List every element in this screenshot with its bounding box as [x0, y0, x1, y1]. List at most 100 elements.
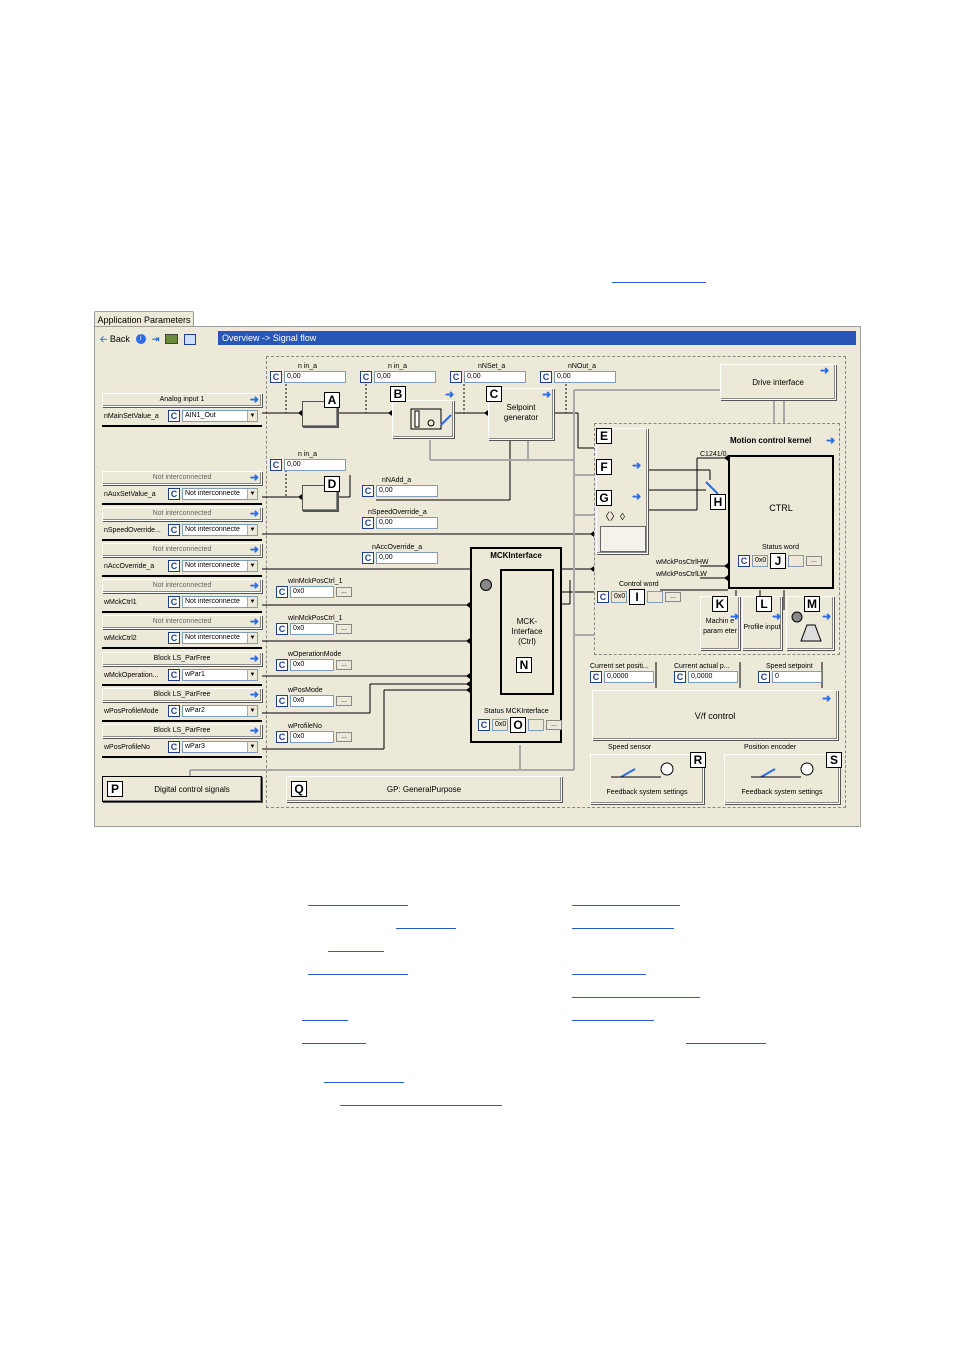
mckinterface-block[interactable]: MCKInterface MCK-Interface (Ctrl) N Stat…: [470, 547, 562, 743]
feedback-block-s[interactable]: Feedback system settings: [724, 754, 840, 804]
input-select[interactable]: wPar2▼: [182, 705, 258, 717]
c-button[interactable]: C: [276, 586, 288, 598]
more-button[interactable]: ...: [806, 556, 822, 566]
more-button[interactable]: ...: [336, 732, 352, 742]
arrow-icon[interactable]: ➜: [730, 611, 740, 623]
c-button[interactable]: C: [168, 488, 180, 500]
more-button[interactable]: ...: [336, 696, 352, 706]
c-button[interactable]: C: [168, 632, 180, 644]
input-select[interactable]: Not interconnecte▼: [182, 488, 258, 500]
ctrl-block[interactable]: CTRL Status word C 0x0 J ...: [728, 455, 834, 589]
more-button[interactable]: ...: [336, 624, 352, 634]
c-button[interactable]: C: [276, 659, 288, 671]
link-underline[interactable]: [572, 928, 674, 929]
arrow-icon[interactable]: ➜: [772, 611, 782, 623]
link-underline[interactable]: [302, 1043, 366, 1044]
input-header[interactable]: Not interconnected➜: [102, 543, 262, 557]
link-underline[interactable]: [308, 974, 408, 975]
link-underline[interactable]: [302, 1020, 348, 1021]
c-button[interactable]: C: [168, 669, 180, 681]
input-header[interactable]: Not interconnected➜: [102, 471, 262, 485]
c-button[interactable]: C: [168, 741, 180, 753]
info-icon[interactable]: i: [135, 334, 146, 344]
input-header[interactable]: Not interconnected➜: [102, 579, 262, 593]
arrow-icon[interactable]: ➜: [632, 460, 642, 472]
c-button[interactable]: C: [168, 596, 180, 608]
more-button[interactable]: ...: [336, 587, 352, 597]
arrow-icon[interactable]: ➜: [826, 435, 836, 447]
link-underline[interactable]: [396, 928, 456, 929]
input-header[interactable]: Block LS_ParFree➜: [102, 652, 262, 666]
link-underline[interactable]: [686, 1043, 766, 1044]
input-select[interactable]: AIN1_Out▼: [182, 410, 258, 422]
link-underline[interactable]: [612, 282, 706, 283]
input-header[interactable]: Analog input 1➜: [102, 393, 262, 407]
arrow-icon[interactable]: ➜: [632, 491, 642, 503]
link-underline[interactable]: [572, 974, 646, 975]
drive-interface-block[interactable]: Drive interface: [720, 364, 836, 400]
c-button[interactable]: C: [362, 517, 374, 529]
arrow-icon[interactable]: ➜: [542, 389, 552, 401]
import-icon[interactable]: ⇥: [151, 334, 160, 344]
c-button[interactable]: C: [168, 410, 180, 422]
feedback-block-r[interactable]: Feedback system settings: [590, 754, 704, 804]
input-select[interactable]: Not interconnecte▼: [182, 524, 258, 536]
link-underline[interactable]: [572, 997, 700, 998]
c-button[interactable]: C: [362, 485, 374, 497]
arrow-icon[interactable]: ➜: [249, 616, 259, 628]
arrow-icon[interactable]: ➜: [249, 725, 259, 737]
c-button[interactable]: C: [674, 671, 686, 683]
c-button[interactable]: C: [276, 731, 288, 743]
input-select[interactable]: wPar1▼: [182, 669, 258, 681]
c-button[interactable]: C: [168, 524, 180, 536]
c-button[interactable]: C: [360, 371, 372, 383]
back-button[interactable]: 🡠 Back: [100, 334, 130, 344]
link-underline[interactable]: [340, 1105, 502, 1106]
position-scale-icon[interactable]: [600, 526, 646, 552]
arrow-icon[interactable]: ➜: [822, 611, 832, 623]
more-button[interactable]: ...: [336, 660, 352, 670]
limiter-block-b[interactable]: [392, 400, 454, 438]
c-button[interactable]: C: [276, 695, 288, 707]
general-purpose-block[interactable]: Q GP: GeneralPurpose: [286, 776, 562, 802]
more-button[interactable]: ...: [546, 720, 562, 730]
input-header[interactable]: Not interconnected➜: [102, 615, 262, 629]
input-select[interactable]: Not interconnecte▼: [182, 560, 258, 572]
link-underline[interactable]: [324, 1082, 404, 1083]
input-header[interactable]: Block LS_ParFree➜: [102, 688, 262, 702]
homing-block[interactable]: [786, 596, 834, 650]
c-button[interactable]: C: [478, 719, 490, 731]
link-underline[interactable]: [572, 905, 680, 906]
tab-application-parameters[interactable]: Application Parameters: [94, 311, 194, 328]
c-button[interactable]: C: [276, 623, 288, 635]
vf-control-block[interactable]: V/f control: [592, 690, 838, 740]
arrow-icon[interactable]: ➜: [249, 544, 259, 556]
more-button[interactable]: ...: [665, 592, 681, 602]
c-button[interactable]: C: [590, 671, 602, 683]
c-button[interactable]: C: [758, 671, 770, 683]
input-header[interactable]: Block LS_ParFree➜: [102, 724, 262, 738]
arrow-icon[interactable]: ➜: [249, 394, 259, 406]
window-icon[interactable]: [184, 333, 197, 345]
c-button[interactable]: C: [362, 552, 374, 564]
c-button[interactable]: C: [597, 591, 609, 603]
c-button[interactable]: C: [168, 560, 180, 572]
jog-direction-icon[interactable]: 〈〉◊: [600, 512, 625, 523]
arrow-icon[interactable]: ➜: [822, 693, 832, 705]
input-header[interactable]: Not interconnected➜: [102, 507, 262, 521]
link-underline[interactable]: [308, 905, 408, 906]
card-icon[interactable]: [165, 334, 179, 344]
link-underline[interactable]: [572, 1020, 654, 1021]
arrow-icon[interactable]: ➜: [249, 580, 259, 592]
arrow-icon[interactable]: ➜: [249, 472, 259, 484]
arrow-icon[interactable]: ➜: [820, 365, 830, 377]
arrow-icon[interactable]: ➜: [249, 653, 259, 665]
arrow-icon[interactable]: ➜: [249, 508, 259, 520]
c-button[interactable]: C: [540, 371, 552, 383]
c-button[interactable]: C: [270, 371, 282, 383]
arrow-icon[interactable]: ➜: [249, 689, 259, 701]
link-underline[interactable]: [328, 951, 384, 952]
input-select[interactable]: Not interconnecte▼: [182, 632, 258, 644]
input-select[interactable]: wPar3▼: [182, 741, 258, 753]
arrow-icon[interactable]: ➜: [445, 389, 455, 401]
